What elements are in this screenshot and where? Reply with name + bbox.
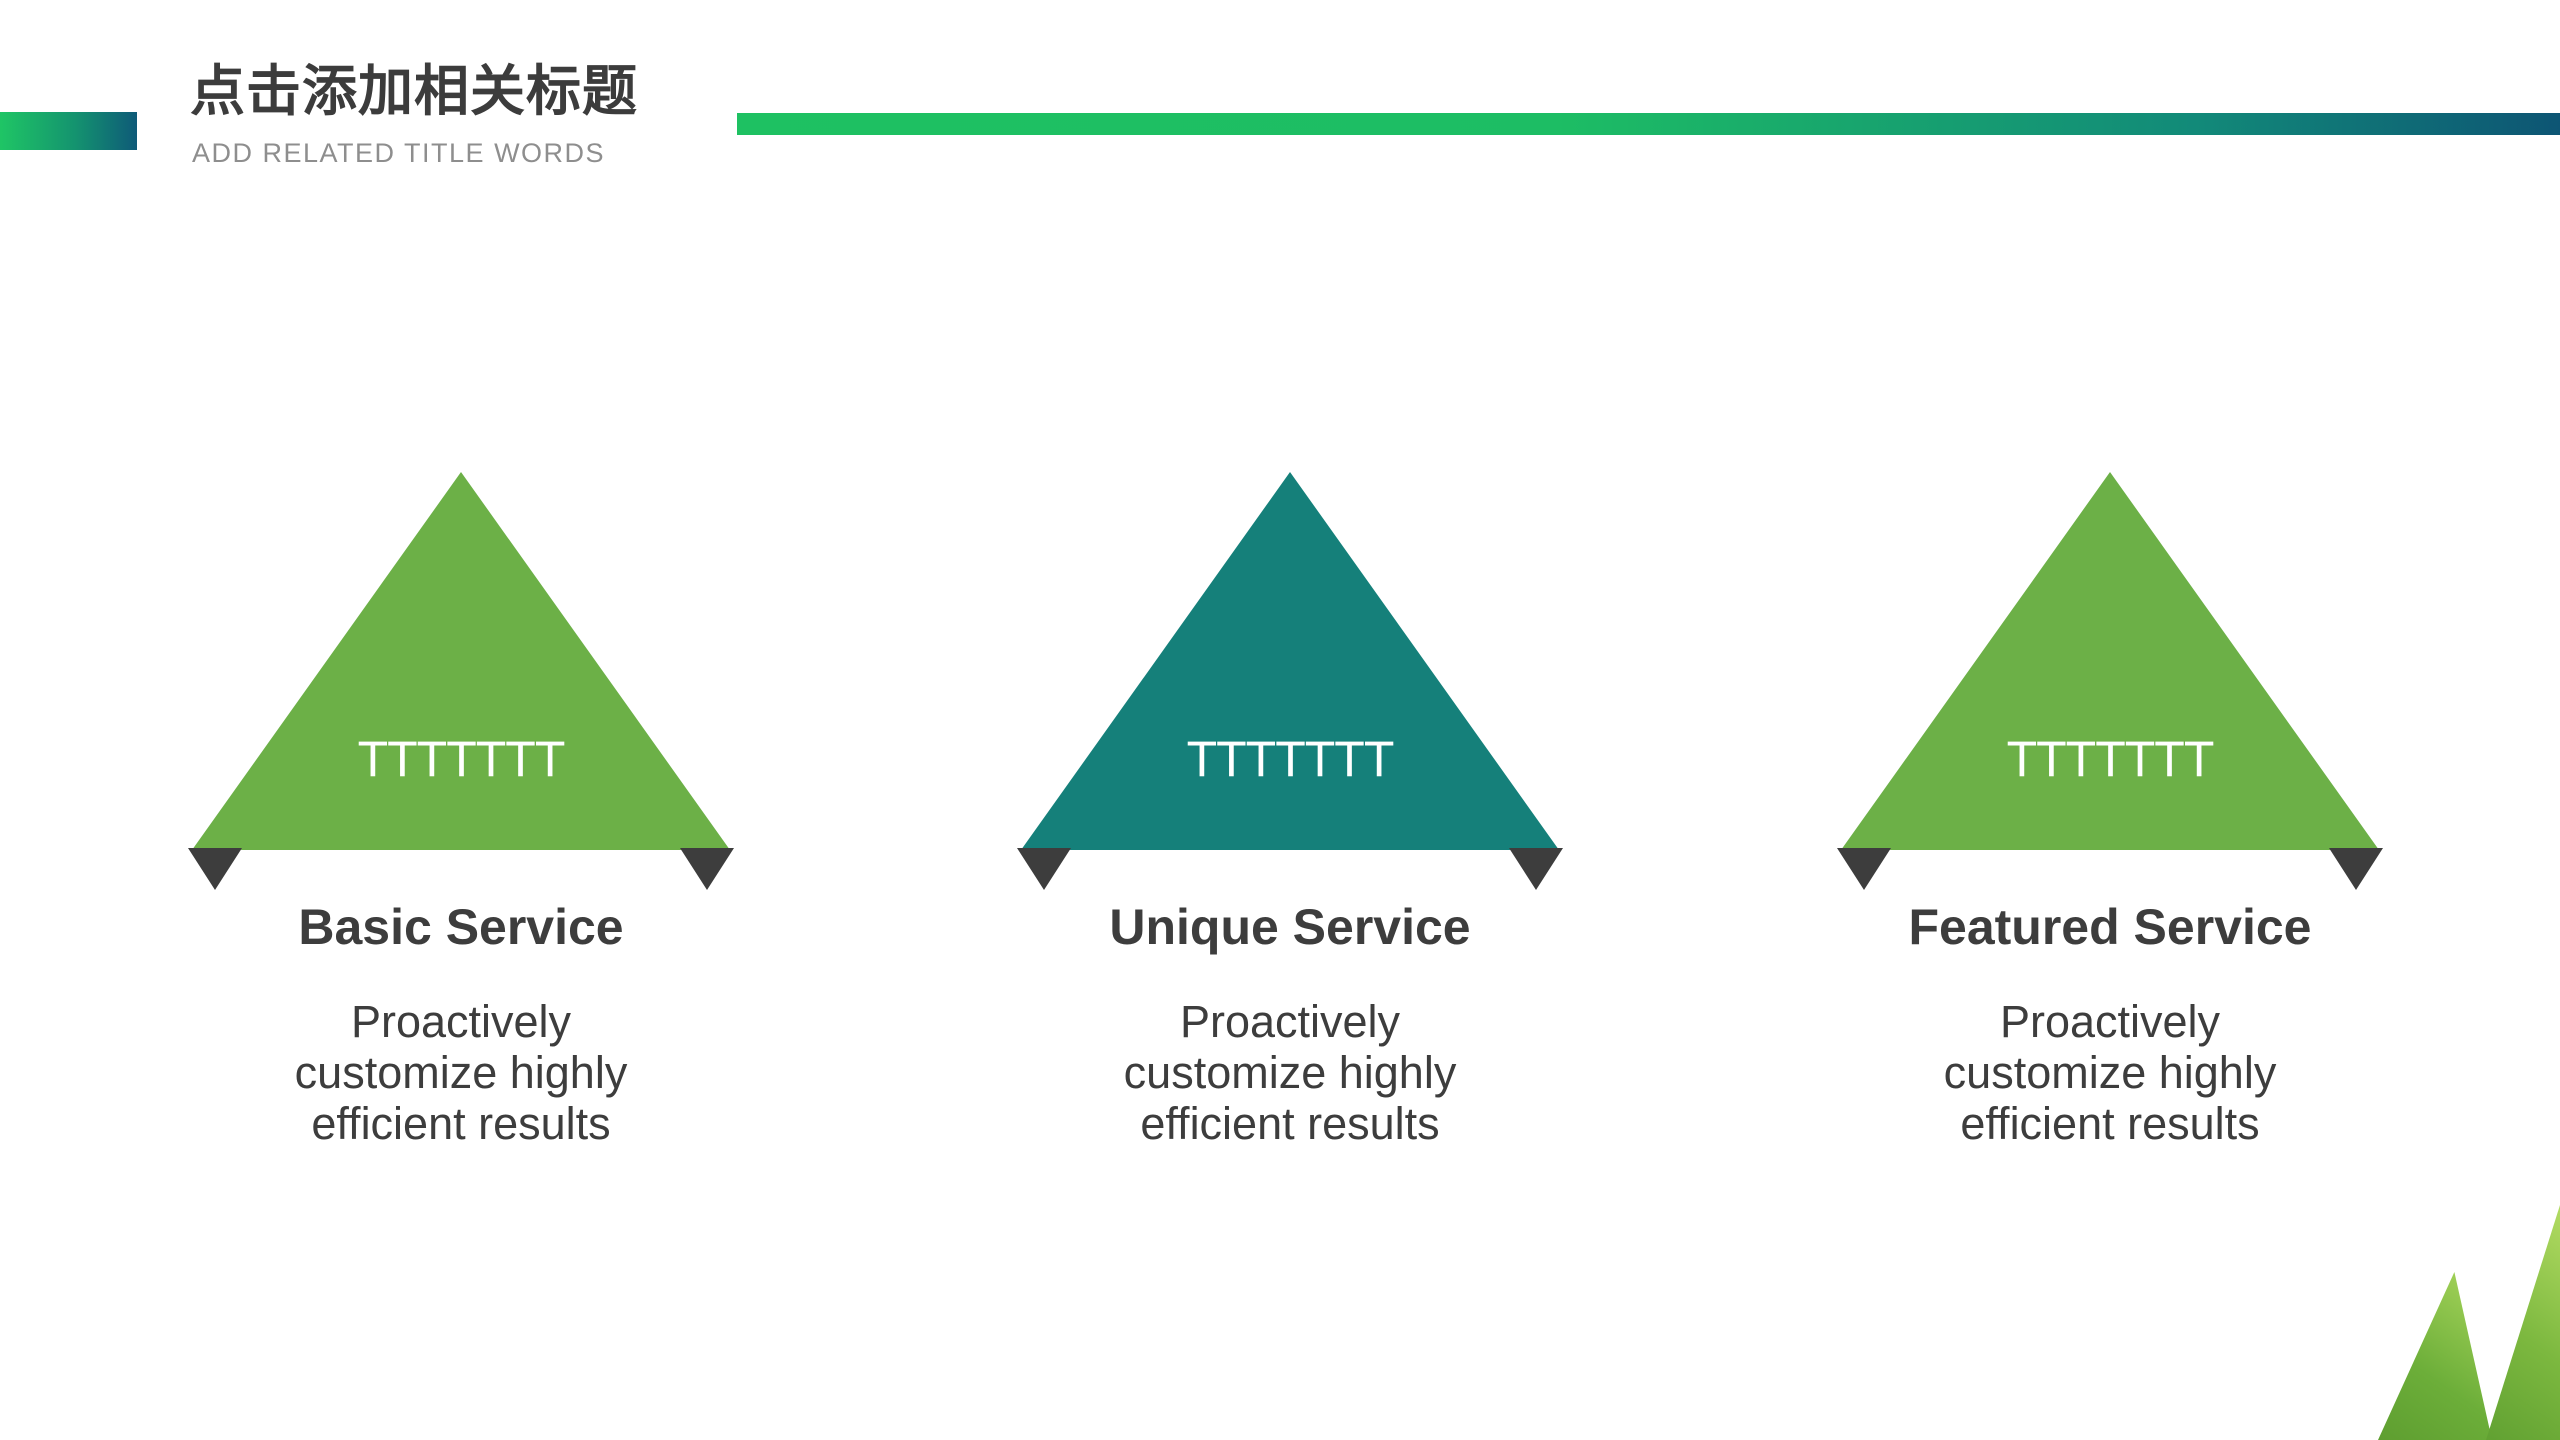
colored-triangle: TTTTTTT: [1841, 472, 2379, 850]
slide-subtitle: ADD RELATED TITLE WORDS: [192, 138, 606, 168]
group-title: Unique Service: [1109, 899, 1471, 955]
header-accent-bar: [0, 112, 137, 150]
corner-decoration-small-peak-icon: [2378, 1272, 2492, 1440]
pyramid-group-unique-service: TTTTTTT Unique Service Proactively custo…: [860, 440, 1720, 1210]
group-title: Basic Service: [298, 899, 624, 955]
triangle-placeholder-label: TTTTTTT: [357, 731, 566, 787]
group-description: Proactively customize highly efficient r…: [1943, 996, 2277, 1149]
colored-triangle: TTTTTTT: [192, 472, 730, 850]
group-title: Featured Service: [1908, 899, 2312, 955]
slide-title: 点击添加相关标题: [190, 60, 639, 122]
header-divider-line: [737, 113, 2560, 135]
group-description: Proactively customize highly efficient r…: [1123, 996, 1457, 1149]
pyramid-group-basic-service: TTTTTTT Basic Service Proactively custom…: [31, 440, 891, 1210]
pyramid-group-featured-service: TTTTTTT Featured Service Proactively cus…: [1680, 440, 2540, 1210]
triangle-placeholder-label: TTTTTTT: [1186, 731, 1395, 787]
triangle-placeholder-label: TTTTTTT: [2006, 731, 2215, 787]
group-description: Proactively customize highly efficient r…: [294, 996, 628, 1149]
corner-decoration-large-peak-icon: [2486, 1205, 2560, 1440]
colored-triangle: TTTTTTT: [1021, 472, 1559, 850]
